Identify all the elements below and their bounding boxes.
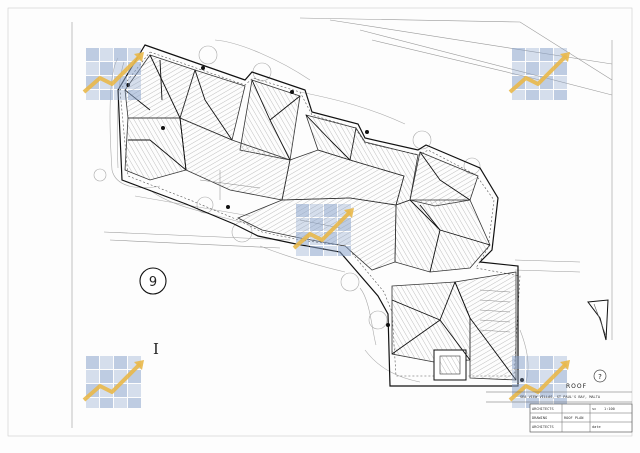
- site-boundary: [71, 17, 613, 428]
- chart-logo-watermark: [82, 46, 146, 102]
- chart-logo-watermark: [292, 202, 356, 258]
- plot-number: 9: [149, 275, 157, 290]
- chart-logo-watermark: [508, 354, 572, 410]
- title-row-field2-value: 1:100: [604, 407, 615, 411]
- north-arrow-icon: [587, 299, 609, 341]
- section-marker: I: [153, 340, 159, 358]
- title-row-label: DRAWING: [532, 416, 547, 420]
- title-row-field2-label: sc: [592, 407, 596, 411]
- view-label: ROOF: [566, 383, 587, 390]
- building-outline: [117, 44, 519, 387]
- sheet-border: [7, 7, 633, 437]
- title-block: SEA VIEW VILLAS, ST PAUL'S BAY, MALTA AR…: [486, 391, 633, 433]
- title-row-value: ROOF PLAN: [564, 416, 583, 420]
- ridge-lines: [124, 54, 517, 381]
- grid-marker-label: ?: [598, 373, 602, 381]
- parapet-dashed: [119, 51, 521, 377]
- project-title: SEA VIEW VILLAS, ST PAUL'S BAY, MALTA: [520, 395, 601, 399]
- chart-logo-watermark: [82, 354, 146, 410]
- title-row-field2-label: date: [592, 425, 601, 429]
- grid-marker: ?: [593, 369, 607, 383]
- chart-logo-watermark: [508, 46, 572, 102]
- title-row-label: ARCHITECTS: [532, 407, 554, 411]
- plot-number-marker: 9: [139, 267, 167, 295]
- title-row-label: ARCHITECTS: [532, 425, 554, 429]
- roof-panels: [124, 54, 517, 381]
